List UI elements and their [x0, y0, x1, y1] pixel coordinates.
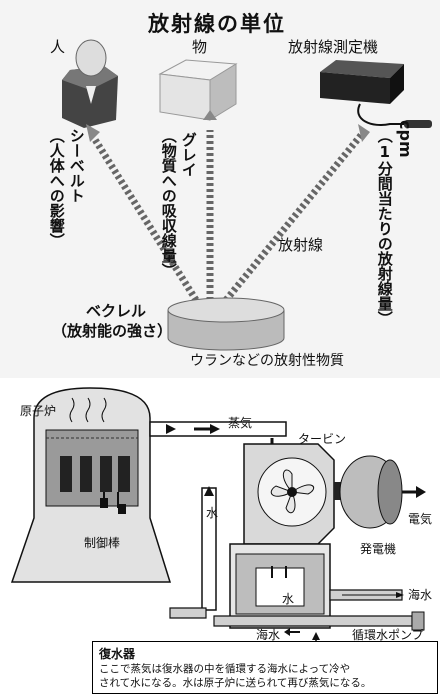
control-rods-label: 制御棒 — [84, 536, 121, 550]
radiation-meter-icon — [320, 60, 432, 128]
units-title: 放射線の単位 — [148, 12, 286, 36]
source-label: ウランなどの放射性物質 — [190, 353, 344, 369]
water-vertical-label: 水 — [206, 506, 219, 520]
steam-label: 蒸気 — [228, 416, 253, 430]
seawater-right-label: 海水 — [408, 588, 433, 602]
turbine — [243, 443, 335, 545]
seawater-bottom-label: 海水 — [256, 628, 281, 642]
sievert-desc: （人体への影響） — [47, 128, 66, 248]
condenser-note-title: 復水器 — [99, 647, 136, 661]
condenser-note-line2: されて水になる。水は原子炉に送られて再び蒸気になる。 — [99, 677, 372, 689]
object-label: 物 — [192, 38, 208, 56]
meter-label: 放射線測定機 — [288, 38, 379, 56]
reactor-vessel — [10, 387, 172, 583]
becquerel-label: ベクレル — [86, 302, 147, 320]
becquerel-desc: （放射能の強さ） — [52, 322, 173, 340]
units-diagram-graphics — [62, 39, 432, 351]
electricity-label: 電気 — [408, 512, 433, 526]
water-pipe — [201, 487, 217, 611]
human-label: 人 — [50, 38, 66, 56]
cpm-desc: （1分間当たりの放射線量） — [375, 128, 394, 326]
condenser-note: 復水器 ここで蒸気は復水器の中を循環する海水によって冷や されて水になる。水は原… — [92, 641, 438, 694]
generator-label: 発電機 — [360, 542, 397, 556]
gray-desc: （物質への吸収線量） — [159, 128, 178, 278]
condenser-note-line1: ここで蒸気は復水器の中を循環する海水によって冷や — [99, 663, 351, 675]
pump-label: 循環水ポンプ — [352, 628, 424, 642]
radiation-label: 放射線 — [278, 236, 324, 254]
reactor-diagram-graphics — [10, 387, 426, 666]
generator — [334, 455, 426, 529]
turbine-label: タービン — [298, 432, 347, 446]
reactor-label: 原子炉 — [20, 404, 57, 418]
condenser — [229, 543, 331, 629]
radioactive-source-icon — [167, 297, 285, 351]
gray-label: グレイ — [179, 132, 198, 177]
radiation-arrows — [91, 130, 365, 303]
cpm-label: cpm — [396, 120, 415, 158]
object-cube-icon — [158, 59, 238, 121]
sievert-label: シーベルト — [67, 128, 86, 203]
water-center-label: 水 — [282, 592, 295, 606]
human-figure-icon — [62, 39, 118, 128]
